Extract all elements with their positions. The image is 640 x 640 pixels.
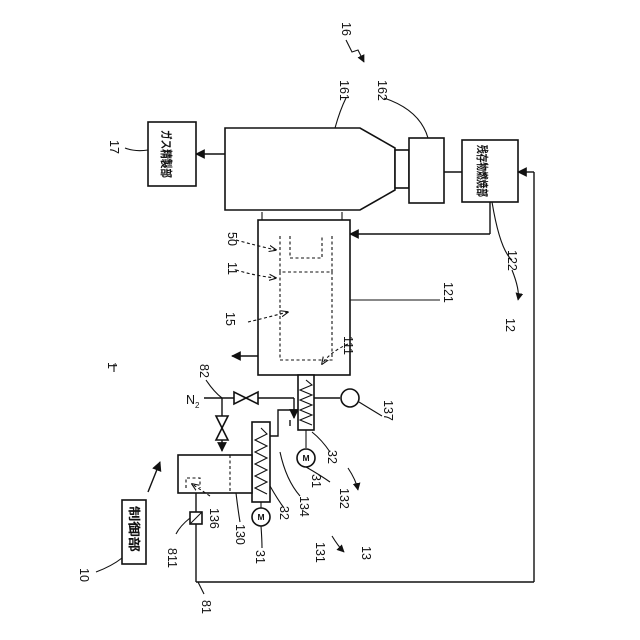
label-811: 811	[165, 548, 179, 568]
svg-text:31: 31	[309, 474, 323, 488]
hopper-130	[178, 455, 252, 493]
svg-text:残存物燃焼部: 残存物燃焼部	[475, 145, 490, 197]
svg-text:131: 131	[313, 542, 327, 563]
svg-text:10: 10	[77, 568, 91, 582]
n2-subscript: 2	[195, 401, 200, 410]
svg-text:50: 50	[225, 232, 239, 246]
screw-feeder-131: M	[252, 422, 270, 526]
svg-text:1: 1	[105, 362, 119, 369]
svg-text:16: 16	[339, 22, 353, 36]
label-134: 134	[297, 496, 311, 517]
gasifier-nozzle	[395, 150, 409, 188]
leader-811	[176, 518, 190, 534]
label-16: 16	[339, 22, 353, 36]
svg-text:15: 15	[223, 312, 237, 326]
leader-17	[125, 148, 148, 151]
svg-text:161: 161	[337, 80, 351, 101]
leader-137	[359, 402, 382, 416]
motor-132-symbol: M	[302, 453, 309, 463]
leader-82	[206, 380, 222, 398]
label-137: 137	[381, 400, 395, 421]
label-32b: 32	[277, 506, 291, 520]
label-12: 12	[503, 318, 517, 332]
label-82: 82	[197, 364, 211, 378]
label-131: 131	[313, 542, 327, 563]
svg-text:134: 134	[297, 496, 311, 517]
svg-text:121: 121	[441, 282, 455, 303]
label-10: 10	[77, 568, 91, 582]
svg-text:13: 13	[359, 546, 373, 560]
svg-text:811: 811	[165, 548, 179, 568]
screw-feeder-132: M	[297, 375, 315, 467]
valve-side-b	[216, 428, 228, 440]
label-31b: 31	[253, 550, 267, 564]
label-130: 130	[233, 524, 247, 545]
svg-text:111: 111	[341, 336, 355, 355]
svg-text:31: 31	[253, 550, 267, 564]
label-13: 13	[359, 546, 373, 560]
label-gas-purification: ガス精製部	[159, 130, 174, 178]
label-11: 11	[225, 262, 239, 275]
leader-132	[348, 468, 358, 490]
label-81: 81	[199, 600, 213, 614]
svg-text:130: 130	[233, 524, 247, 545]
valve-side-a	[216, 416, 228, 428]
leader-162	[384, 98, 428, 138]
label-control: 制御部	[127, 506, 142, 552]
gasifier-body	[225, 128, 395, 210]
n2-label: N	[186, 393, 195, 407]
control-signal-arrow	[148, 462, 160, 492]
svg-text:137: 137	[381, 400, 395, 421]
reactor-vessel	[258, 220, 350, 375]
gasifier-burner	[409, 138, 444, 203]
leader-32a	[312, 432, 330, 452]
label-122: 122	[505, 250, 519, 271]
label-17: 17	[107, 140, 121, 154]
label-136: 136	[207, 508, 221, 529]
svg-text:162: 162	[375, 80, 389, 101]
leader-81	[198, 582, 204, 594]
svg-text:12: 12	[503, 318, 517, 332]
hopper-body	[178, 455, 252, 493]
svg-text:32: 32	[277, 506, 291, 520]
leader-32b	[270, 486, 284, 508]
leader-10	[96, 558, 122, 572]
leader-16	[346, 40, 364, 62]
svg-text:82: 82	[197, 364, 211, 378]
gauge-137	[341, 389, 359, 407]
label-132: 132	[337, 488, 351, 509]
svg-text:81: 81	[199, 600, 213, 614]
leader-161	[335, 98, 346, 128]
label-15: 15	[223, 312, 237, 326]
valve-top-b	[246, 392, 258, 404]
svg-text:32: 32	[325, 450, 339, 464]
label-residue-combustion: 残存物燃焼部	[475, 145, 490, 197]
valve-top-a	[234, 392, 246, 404]
leader-12	[512, 270, 518, 300]
motor-131-symbol: M	[257, 512, 264, 522]
residue-combustion-block	[462, 140, 518, 202]
svg-text:136: 136	[207, 508, 221, 529]
svg-text:132: 132	[337, 488, 351, 509]
gasifier-unit	[225, 128, 444, 210]
label-161: 161	[337, 80, 351, 101]
svg-text:制御部: 制御部	[127, 506, 142, 552]
residue-combustion-box	[462, 140, 518, 202]
leader-131	[332, 536, 344, 552]
svg-text:ガス精製部: ガス精製部	[159, 130, 174, 178]
label-162: 162	[375, 80, 389, 101]
label-50: 50	[225, 232, 239, 246]
leader-31b	[261, 526, 262, 548]
label-121: 121	[441, 282, 455, 303]
leader-130	[236, 493, 240, 522]
label-31a: 31	[309, 474, 323, 488]
svg-text:122: 122	[505, 250, 519, 271]
label-1: 1	[105, 362, 119, 369]
svg-text:17: 17	[107, 140, 121, 154]
svg-text:11: 11	[225, 262, 239, 275]
label-111: 111	[341, 336, 355, 355]
label-32a: 32	[325, 450, 339, 464]
